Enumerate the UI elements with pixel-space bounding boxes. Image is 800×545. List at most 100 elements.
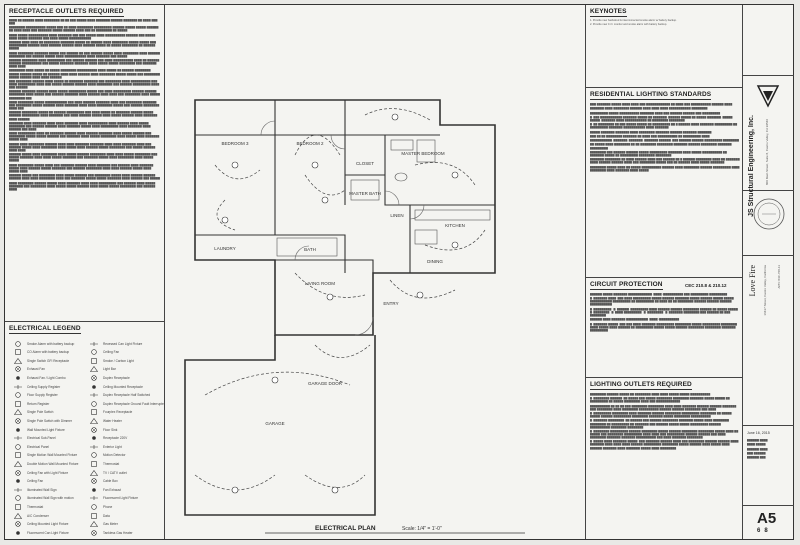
legend-symbol-icon — [15, 452, 21, 458]
legend-item: Phone — [89, 502, 112, 511]
legend-item: Double Motion Wall Mounted Fixture — [13, 459, 78, 468]
legend-symbol-icon — [91, 461, 97, 467]
legend-symbol-icon — [13, 460, 23, 467]
legend-symbol-icon — [92, 384, 96, 389]
legend-item: Water Heater — [89, 416, 122, 425]
legend-label: Phone — [103, 504, 113, 509]
room-master: MASTER BEDROOM — [401, 151, 445, 156]
drawing-sheet: RECEPTACLE OUTLETS REQUIRED ▇▇▇▇ ▇▇ ▇▇▇▇… — [4, 4, 794, 540]
legend-item: Ceiling Mounted Light Fixture — [13, 520, 68, 529]
plan-scale: Scale: 1/4" = 1'-0" — [402, 526, 442, 532]
legend-label: Fluorescent Light Fixture — [103, 496, 139, 501]
legend-symbol-icon — [16, 376, 20, 380]
legend-label: Light Bar — [103, 367, 116, 372]
firm-logo-icon — [756, 85, 780, 108]
room-kitchen: KITCHEN — [445, 223, 465, 228]
legend-item: Ceiling Fan — [89, 348, 119, 357]
legend-item: TV / CATV outlet — [89, 468, 127, 477]
legend-label: Ceiling Fan — [27, 479, 44, 484]
legend-item: Receptacle 220V — [89, 434, 127, 443]
legend-symbol-icon — [13, 357, 23, 364]
project-address: 16437 Street, Castro Valley, California — [763, 265, 767, 316]
legend-item: Fourplex Receptacle — [89, 408, 132, 417]
legend-item: Fluorescent Can Light Fixture — [13, 528, 69, 537]
room-laundry: LAUNDRY — [214, 246, 235, 251]
project-name: Love Fire — [748, 265, 757, 297]
legend-symbol-icon — [90, 341, 98, 346]
legend-symbol-icon — [15, 392, 21, 398]
keynote-1: 1. Provide new hardwired & interconnecte… — [590, 19, 677, 22]
room-garage: GARAGE — [265, 421, 284, 426]
legend-item: Tankless Gas Heater — [89, 528, 133, 537]
legend-item: Fan Exhaust — [89, 485, 121, 494]
legend-item: Motion Detector — [89, 451, 126, 460]
legend-label: Fourplex Receptacle — [103, 410, 133, 415]
legend-item: Single Pole Switch with Dimmer — [13, 416, 72, 425]
project-apn: APN: 84C-768-11 — [777, 265, 781, 289]
legend-label: Thermostat — [27, 504, 44, 509]
legend-label: Smoke Alarm with battery backup — [27, 341, 75, 346]
legend-item: Exterior Light — [89, 442, 122, 451]
legend-label: Recessed Can Light Fixture — [103, 341, 143, 346]
legend-label: Motion Detector — [103, 453, 126, 458]
legend-label: Cable Box — [103, 479, 118, 484]
legend-symbol-icon — [91, 409, 97, 415]
legend-item: Duplex Receptacle Ground Fault Interrupt… — [89, 399, 165, 408]
legend-symbol-icon — [92, 487, 96, 492]
legend-item: Duplex Receptacle — [89, 373, 130, 382]
legend-symbol-icon — [91, 512, 97, 519]
room-bedroom3: BEDROOM 3 — [221, 141, 249, 146]
legend-item: Ceiling Supply Register — [13, 382, 60, 391]
legend-item: Ceiling Fan with Light Fixture — [13, 468, 68, 477]
legend-label: Thermostat — [103, 461, 120, 466]
legend-symbol-icon — [91, 400, 97, 407]
keynote-2: 2. Provide new C.O. monitor and smoke al… — [590, 23, 667, 27]
legend-symbol-icon — [15, 443, 21, 450]
circuit-code: CEC 210.8 & 210.12 — [685, 283, 727, 288]
receptacle-header: RECEPTACLE OUTLETS REQUIRED — [9, 8, 124, 17]
legend-symbol-icon — [15, 340, 21, 347]
legend-item: Illuminated Wall Sign — [13, 485, 57, 494]
legend-symbol-icon — [15, 495, 21, 501]
legend-symbol-icon — [13, 409, 23, 416]
circuit-header: CIRCUIT PROTECTION — [590, 281, 663, 290]
legend-label: Ceiling Supply Register — [27, 384, 61, 389]
legend-item: Floor Sink — [89, 425, 117, 434]
circuit-notes: ▇▇▇▇▇▇ ▇▇▇▇▇ ▇▇▇▇▇▇▇ ▇▇▇▇▇▇▇▇▇▇▇▇ (▇▇▇▇)… — [590, 293, 740, 332]
legend-item: Ceiling Fan — [13, 477, 43, 486]
legend-symbol-icon — [15, 400, 21, 407]
legend-symbol-icon — [91, 426, 97, 433]
sheet-number: A5 — [757, 510, 777, 527]
floor-plan: BEDROOM 3 BEDROOM 2 MASTER BEDROOM CLOSE… — [184, 99, 525, 534]
legend-item: Cable Box — [89, 477, 118, 486]
legend-item: Floor Supply Register — [13, 391, 58, 400]
legend-label: Single Motion Wall Mounted Fixture — [27, 453, 78, 458]
legend-item: Ceiling Mounted Receptacle — [89, 382, 143, 391]
residential-lighting-header: RESIDENTIAL LIGHTING STANDARDS — [590, 91, 712, 100]
legend-label: Floor Sink — [103, 427, 118, 432]
legend-label: Duplex Receptacle Ground Fault Interrupt… — [103, 401, 165, 406]
legend-label: Fluorescent Can Light Fixture — [27, 530, 69, 535]
legend-label: Ceiling Fan with Light Fixture — [27, 470, 69, 475]
legend-item: Wall Mounted Light Fixture — [13, 425, 65, 434]
legend-symbol-icon — [89, 366, 99, 373]
lighting-outlets-header: LIGHTING OUTLETS REQUIRED — [590, 381, 692, 390]
legend-symbol-icon — [15, 504, 21, 510]
legend-item: Thermostat — [13, 502, 43, 511]
legend-symbol-icon — [90, 393, 98, 398]
sheet-info-fields: ▇▇▇▇▇▇ ▇▇▇▇▇▇▇▇ ▇▇▇▇▇▇▇▇▇▇▇ ▇▇▇▇▇▇▇ ▇▇▇▇… — [747, 439, 768, 460]
firm-address: 800 Main Street, Suite 8, Castro Valley,… — [765, 118, 769, 185]
legend-symbol-icon — [14, 384, 22, 389]
legend-label: Electrical Panel — [27, 444, 49, 449]
legend-symbol-icon — [89, 521, 99, 527]
legend-label: Electrical Sub-Panel — [27, 436, 56, 441]
legend-symbol-icon — [91, 504, 97, 510]
legend-label: Smoke / Carbon Light — [103, 358, 134, 363]
room-bath: BATH — [304, 247, 316, 252]
legend-symbol-icon — [16, 427, 20, 432]
lighting-outlets-notes: ▇▇▇▇▇▇▇▇ ▇▇▇▇▇▇ ▇▇▇▇▇ ▇▇ ▇▇▇▇▇▇▇▇ ▇▇▇▇ ▇… — [590, 393, 739, 450]
legend-label: Ceiling Fan — [103, 350, 120, 355]
legend-item: Return Register — [13, 399, 49, 408]
legend-symbol-icon — [90, 496, 98, 501]
legend-symbol-icon — [91, 375, 97, 381]
